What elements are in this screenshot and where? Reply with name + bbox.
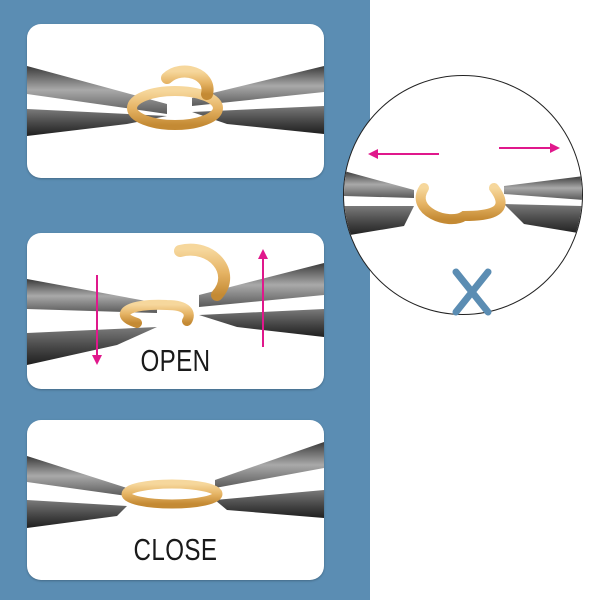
close-caption: CLOSE <box>133 532 218 567</box>
plier-jaw-left-upper <box>344 171 414 198</box>
jump-ring-top <box>161 65 214 100</box>
open-ring-illustration <box>27 243 324 365</box>
steps-panel: OPEN CLOSE <box>0 0 370 600</box>
plier-jaw-right-lower <box>192 106 324 134</box>
plier-jaw-left-lower <box>27 500 127 528</box>
pulling-apart-illustration <box>344 143 582 236</box>
plier-jaw-right-upper <box>504 176 582 200</box>
plier-jaw-left-upper <box>27 66 167 114</box>
open-caption: OPEN <box>140 343 211 378</box>
incorrect-x-icon <box>452 268 492 316</box>
jump-ring-lower-half <box>119 299 194 328</box>
plier-jaw-left-lower <box>344 206 414 236</box>
plier-jaw-right-lower <box>199 309 324 337</box>
step-card-close: CLOSE <box>27 420 324 580</box>
jump-ring <box>127 86 223 130</box>
plier-jaw-right-lower <box>215 490 324 518</box>
plier-jaw-right-upper <box>215 442 324 488</box>
plier-jaw-right-lower <box>504 204 582 234</box>
pliers-holding-ring-illustration <box>27 65 324 136</box>
jump-ring-closed <box>121 479 223 509</box>
step-card-initial <box>27 24 324 178</box>
jump-ring-pulled-open <box>415 183 506 225</box>
plier-jaw-left-lower <box>27 327 157 365</box>
incorrect-method-circle <box>343 75 583 315</box>
plier-jaw-left-upper <box>27 279 157 313</box>
plier-jaw-right-upper <box>192 66 324 106</box>
plier-jaw-left-upper <box>27 456 127 496</box>
step-card-open: OPEN <box>27 233 324 389</box>
closed-ring-illustration <box>27 442 324 528</box>
jump-ring-upper-half <box>174 243 231 301</box>
plier-jaw-right-upper <box>199 263 324 307</box>
